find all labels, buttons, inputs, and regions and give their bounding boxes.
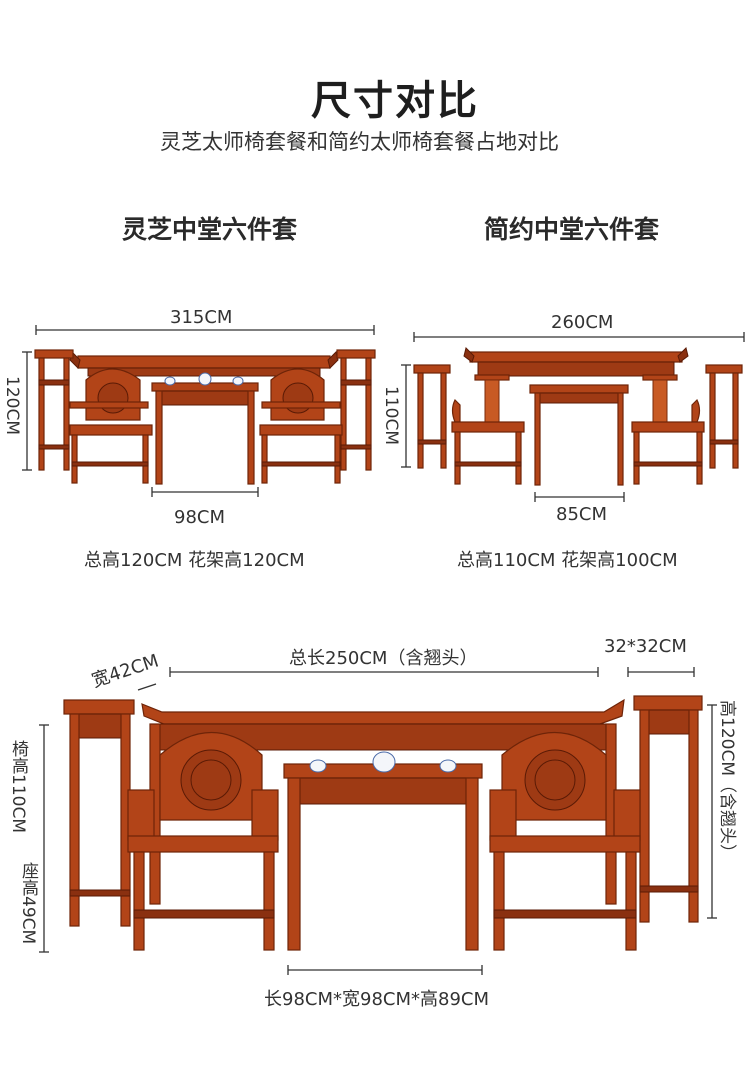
detail-altar-height-label: 高120CM（含翘头）: [717, 700, 737, 861]
right-set-width-label: 260CM: [551, 312, 614, 333]
page-subtitle: 灵芝太师椅套餐和简约太师椅套餐占地对比: [160, 130, 559, 154]
right-set-drawing: [413, 347, 743, 486]
dimension-lines: [22, 325, 745, 975]
left-set-width-label: 315CM: [170, 307, 233, 328]
detail-seat-height-label: 座高49CM: [18, 862, 38, 945]
right-set-height-label: 110CM: [381, 386, 401, 445]
detail-total-length-label: 总长250CM（含翘头）: [289, 648, 478, 669]
detail-stand-size-label: 32*32CM: [604, 636, 687, 657]
left-set-height-label: 120CM: [2, 376, 22, 435]
right-set-title: 简约中堂六件套: [484, 215, 660, 244]
detail-table-size-label: 长98CM*宽98CM*高89CM: [264, 989, 490, 1010]
left-set-note: 总高120CM 花架高120CM: [84, 550, 305, 571]
left-table-width-label: 98CM: [174, 507, 226, 528]
left-set-drawing: [34, 349, 376, 485]
page-title: 尺寸对比: [311, 78, 479, 124]
detail-chair-height-label: 椅高110CM: [8, 740, 28, 833]
detail-set-drawing: [63, 695, 703, 951]
left-set-title: 灵芝中堂六件套: [122, 215, 298, 244]
right-set-note: 总高110CM 花架高100CM: [457, 550, 678, 571]
right-table-width-label: 85CM: [556, 504, 608, 525]
